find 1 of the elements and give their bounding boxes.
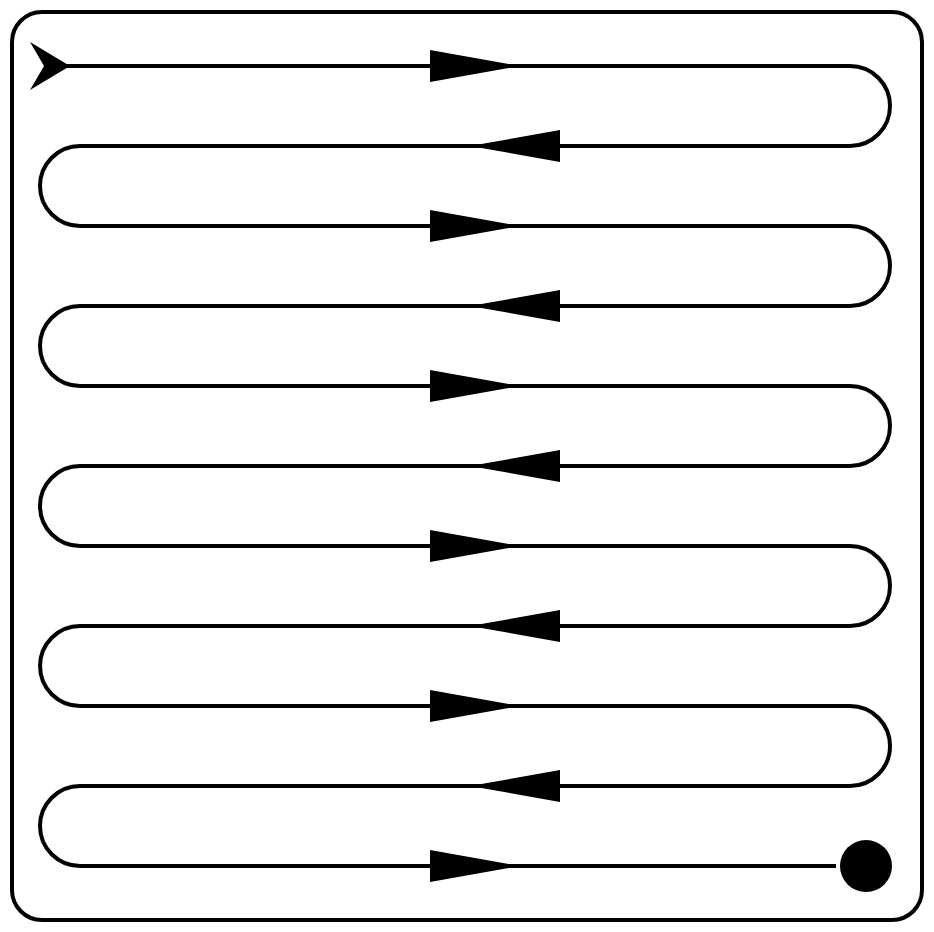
end-dot xyxy=(840,840,892,892)
